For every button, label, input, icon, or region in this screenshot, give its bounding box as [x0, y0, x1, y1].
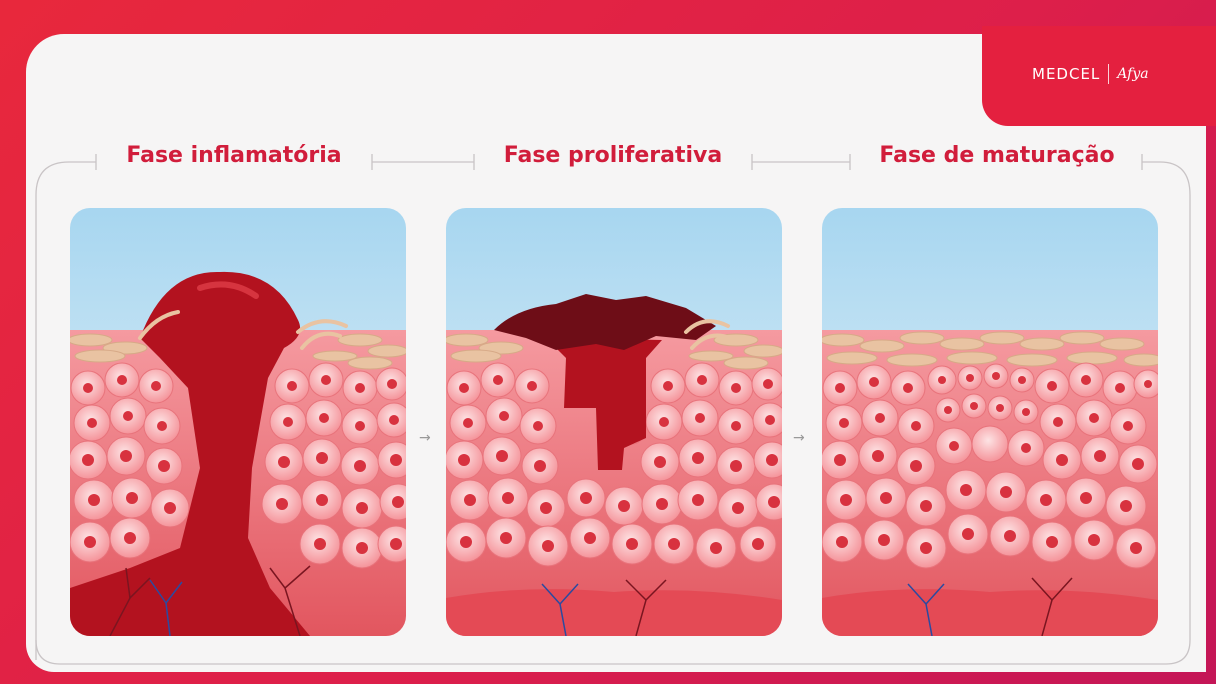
phase-title-inflammatory: Fase inflamatória [106, 143, 362, 168]
arrow-icon-1: → [419, 430, 431, 446]
arrow-icon-2: → [793, 430, 805, 446]
illustration-proliferative [446, 208, 782, 636]
logo-divider [1108, 64, 1109, 84]
partner-name: Afya [1117, 66, 1148, 82]
brand-logo: MEDCEL Afya [1032, 64, 1149, 84]
brand-name: MEDCEL [1032, 65, 1100, 83]
phase-title-proliferative: Fase proliferativa [482, 143, 744, 168]
phase-title-maturation: Fase de maturação [858, 143, 1136, 168]
illustration-inflammatory [70, 208, 406, 636]
illustration-maturation [822, 208, 1158, 636]
